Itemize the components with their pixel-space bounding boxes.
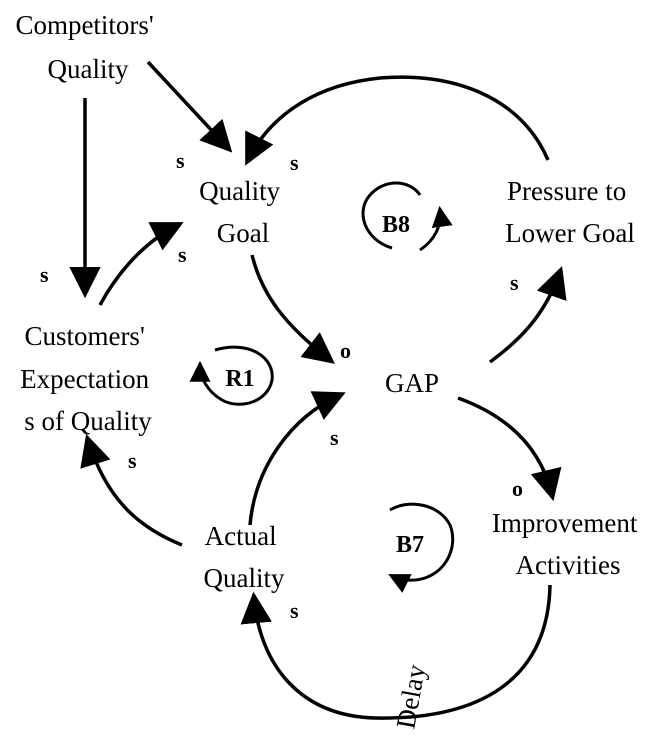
node-pressure-to-lower-goal: Pressure to Lower Goal bbox=[505, 176, 635, 248]
pol-actual-to-expectations: s bbox=[128, 448, 137, 473]
pol-pressure-to-goal: s bbox=[290, 150, 299, 175]
node-customers-expectations: Customers' Expectation s of Quality bbox=[20, 321, 156, 436]
link-expectations-to-goal bbox=[98, 222, 184, 306]
link-goal-to-gap bbox=[250, 254, 335, 364]
node-quality-goal: Quality Goal bbox=[199, 176, 287, 248]
pol-expectations-to-goal: s bbox=[178, 242, 187, 267]
node-pressure-line2: Lower Goal bbox=[505, 218, 635, 248]
link-competitors-to-goal bbox=[146, 60, 233, 153]
node-improvement-line1: Improvement bbox=[492, 508, 638, 538]
node-competitors-quality: Competitors' Quality bbox=[15, 10, 160, 84]
pol-gap-to-pressure: s bbox=[510, 270, 519, 295]
node-quality-goal-line1: Quality bbox=[199, 176, 280, 206]
loop-b8-arrow bbox=[361, 181, 440, 252]
node-customers-line2: Expectation bbox=[20, 364, 149, 394]
node-quality-goal-line2: Goal bbox=[217, 218, 269, 248]
link-actual-to-expectations bbox=[80, 433, 183, 547]
node-customers-line1: Customers' bbox=[24, 321, 144, 351]
node-gap: GAP bbox=[385, 368, 439, 398]
node-actual-line1: Actual bbox=[205, 521, 277, 551]
node-customers-line3: s of Quality bbox=[24, 406, 152, 436]
node-actual-quality: Actual Quality bbox=[204, 521, 285, 593]
link-improvement-to-actual bbox=[240, 584, 552, 720]
pol-competitors-to-expectations: s bbox=[40, 262, 49, 287]
node-competitors-quality-line1: Competitors' bbox=[15, 10, 153, 40]
loop-r1-label: R1 bbox=[225, 366, 254, 392]
link-pressure-to-goal bbox=[245, 75, 550, 166]
node-competitors-quality-line2: Quality bbox=[48, 54, 129, 84]
link-gap-to-pressure bbox=[488, 266, 567, 364]
pol-actual-to-gap: s bbox=[330, 425, 339, 450]
loop-b7-label: B7 bbox=[396, 532, 424, 558]
pol-competitors-to-goal: s bbox=[176, 148, 185, 173]
loop-b7-arrow bbox=[388, 502, 455, 593]
link-actual-to-gap bbox=[248, 391, 346, 526]
loop-b8-label: B8 bbox=[382, 212, 410, 238]
node-improvement-line2: Activities bbox=[516, 550, 621, 580]
pol-goal-to-gap: o bbox=[340, 338, 351, 363]
loop-r1-arrow bbox=[189, 345, 274, 406]
delay-label: Delay bbox=[390, 662, 431, 731]
pol-improvement-to-actual: s bbox=[290, 598, 299, 623]
link-gap-to-improvement bbox=[457, 396, 562, 502]
pol-gap-to-improvement: o bbox=[512, 476, 523, 501]
node-pressure-line1: Pressure to bbox=[507, 176, 626, 206]
node-actual-line2: Quality bbox=[204, 563, 285, 593]
node-improvement-activities: Improvement Activities bbox=[492, 508, 644, 580]
